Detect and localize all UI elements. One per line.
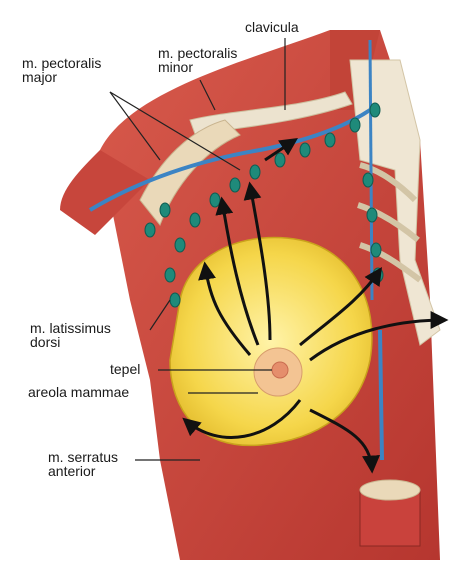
lymph-node (325, 133, 335, 147)
cut-muscle-top (360, 480, 420, 500)
lymph-node (350, 118, 360, 132)
internal-thoracic-vein (370, 40, 372, 300)
lymph-node (250, 165, 260, 179)
lymph-node (230, 178, 240, 192)
lymph-node (170, 293, 180, 307)
lymph-node (371, 243, 381, 257)
lymph-node (165, 268, 175, 282)
label-pectoralis-minor-line2: minor (158, 59, 193, 75)
nipple (272, 362, 288, 378)
lymph-node (160, 203, 170, 217)
label-latissimus-line2: dorsi (30, 334, 60, 350)
label-clavicula: clavicula (245, 19, 299, 35)
lymph-node (363, 173, 373, 187)
label-serratus-line2: anterior (48, 463, 96, 479)
lymph-node (367, 208, 377, 222)
lymph-node (275, 153, 285, 167)
label-pectoralis-major-line2: major (22, 69, 57, 85)
lymph-node (210, 193, 220, 207)
lymph-node (300, 143, 310, 157)
label-tepel: tepel (110, 361, 140, 377)
lymph-node (175, 238, 185, 252)
label-areola-mammae: areola mammae (28, 384, 129, 400)
lymph-node (190, 213, 200, 227)
lower-vessel (380, 330, 382, 460)
lymph-node (370, 103, 380, 117)
lymph-node (145, 223, 155, 237)
